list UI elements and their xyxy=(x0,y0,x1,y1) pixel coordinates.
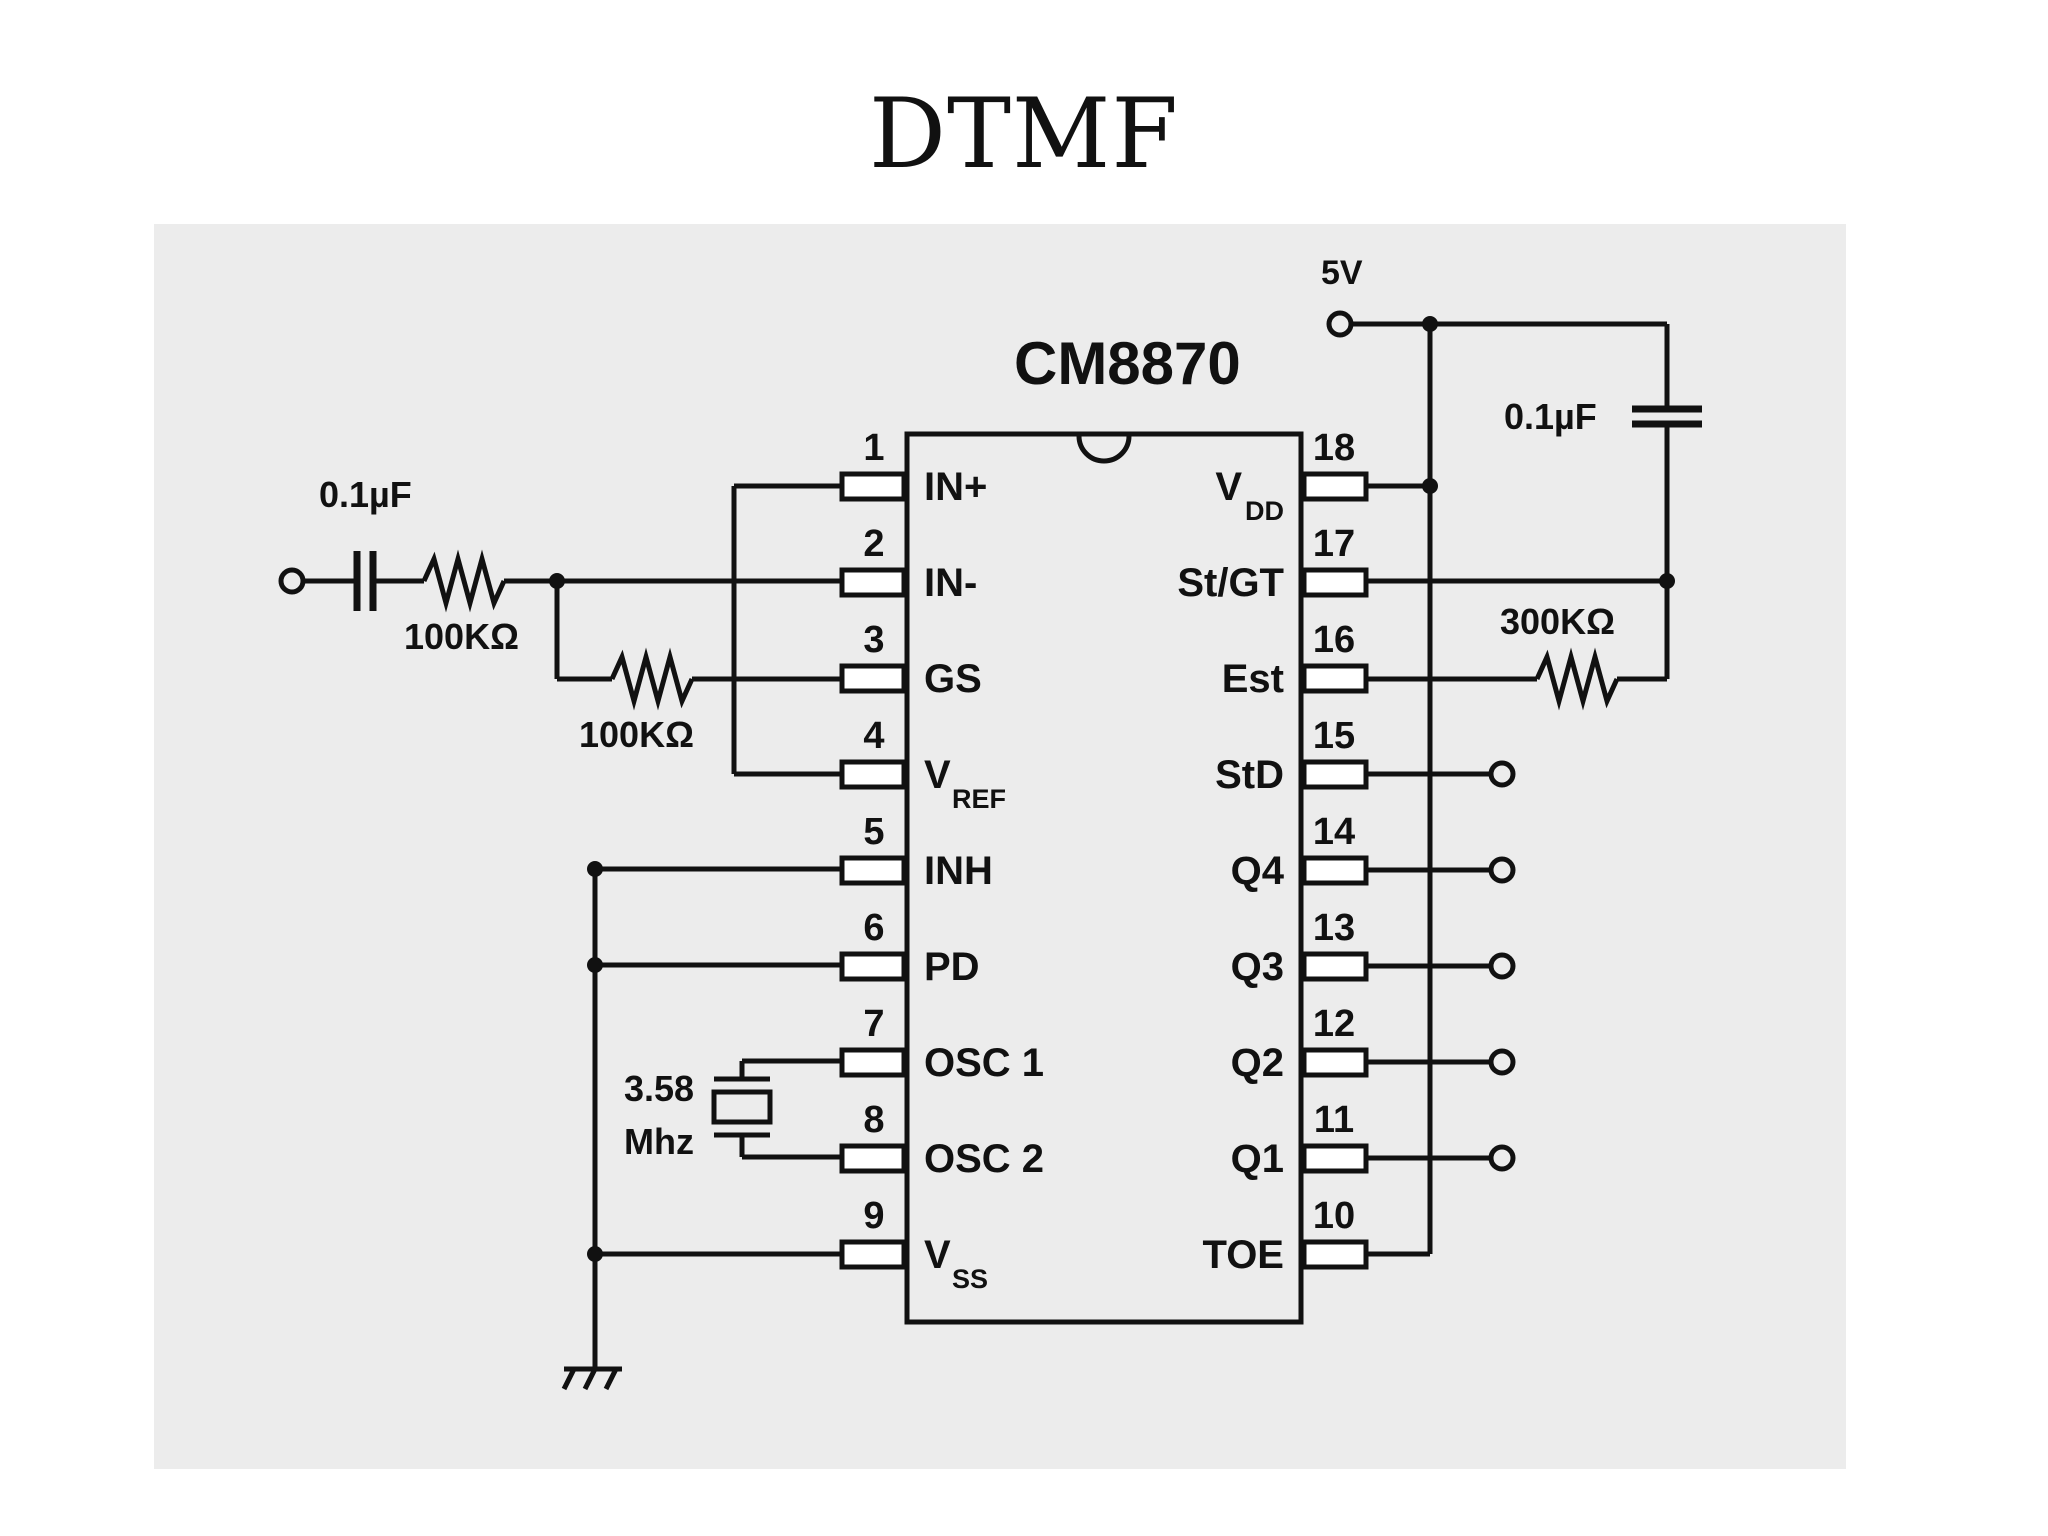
pin-number: 11 xyxy=(1314,1099,1354,1141)
junction-vdd xyxy=(1422,478,1438,494)
stgt-resistor xyxy=(1534,647,1620,711)
output-terminal-q4[interactable] xyxy=(1488,856,1516,884)
input-cap-label: 0.1µF xyxy=(319,474,412,515)
input-res-label: 100KΩ xyxy=(404,616,519,657)
pin-18 xyxy=(1301,471,1369,502)
chip-body xyxy=(904,431,1304,1325)
pin-label: Q4 xyxy=(1231,849,1285,893)
output-terminal-group xyxy=(1366,760,1516,1172)
junction-inh xyxy=(587,861,603,877)
pin-number: 14 xyxy=(1313,811,1355,853)
pin-15 xyxy=(1301,759,1369,790)
pin-12 xyxy=(1301,1047,1369,1078)
pin-label: StD xyxy=(1215,753,1284,797)
pin-label: V xyxy=(924,1233,951,1277)
pin-label: V xyxy=(1215,465,1242,509)
pin-4 xyxy=(839,759,907,790)
pin-number: 15 xyxy=(1313,715,1355,757)
pin-label: PD xyxy=(924,945,980,989)
pin-6 xyxy=(839,951,907,982)
pin-11 xyxy=(1301,1143,1369,1174)
pin-number: 13 xyxy=(1313,907,1355,949)
supply-terminal[interactable] xyxy=(1326,310,1354,338)
supply-cap-label: 0.1µF xyxy=(1504,396,1597,437)
pin-label: OSC 1 xyxy=(924,1041,1044,1085)
supply-label: 5V xyxy=(1321,254,1363,292)
pin-13 xyxy=(1301,951,1369,982)
stgt-res-label: 300KΩ xyxy=(1500,601,1615,642)
pin-label: OSC 2 xyxy=(924,1137,1044,1181)
crystal-freq-label: 3.58 xyxy=(624,1068,694,1109)
output-terminal-q2[interactable] xyxy=(1488,1048,1516,1076)
ground-icon xyxy=(561,1366,622,1391)
pin-label: Q1 xyxy=(1231,1137,1284,1181)
pin-1 xyxy=(839,471,907,502)
pin-label: IN+ xyxy=(924,465,987,509)
pin-label: St/GT xyxy=(1177,561,1284,605)
pin-number: 12 xyxy=(1313,1003,1355,1045)
pin-8 xyxy=(839,1143,907,1174)
pin-17 xyxy=(1301,567,1369,598)
pin-number: 17 xyxy=(1313,523,1355,565)
crystal-unit-label: Mhz xyxy=(624,1121,694,1162)
pin-label: GS xyxy=(924,657,982,701)
junction-vss xyxy=(587,1246,603,1262)
pin-label: Q3 xyxy=(1231,945,1284,989)
chip-notch xyxy=(1076,435,1132,464)
pin-label: IN- xyxy=(924,561,977,605)
input-resistor xyxy=(421,549,507,613)
pin-number: 10 xyxy=(1313,1195,1355,1237)
pin-9 xyxy=(839,1239,907,1270)
pin-5 xyxy=(839,855,907,886)
crystal-body xyxy=(711,1089,773,1125)
pin-number: 18 xyxy=(1313,427,1355,469)
pin-label: TOE xyxy=(1202,1233,1284,1277)
pin-label-subscript: DD xyxy=(1245,496,1284,526)
pin-3 xyxy=(839,663,907,694)
pin-7 xyxy=(839,1047,907,1078)
pin-number: 7 xyxy=(863,1003,884,1045)
pin-number: 3 xyxy=(863,619,884,661)
pin-number: 16 xyxy=(1313,619,1355,661)
feedback-res-label: 100KΩ xyxy=(579,714,694,755)
output-terminal-std[interactable] xyxy=(1488,760,1516,788)
pin-number: 9 xyxy=(863,1195,884,1237)
output-terminal-q3[interactable] xyxy=(1488,952,1516,980)
output-terminal-q1[interactable] xyxy=(1488,1144,1516,1172)
pin-16 xyxy=(1301,663,1369,694)
pin-number: 4 xyxy=(863,715,884,757)
chip-name: CM8870 xyxy=(1014,330,1241,397)
pin-label: Est xyxy=(1222,657,1284,701)
feedback-resistor xyxy=(609,647,695,711)
input-terminal[interactable] xyxy=(278,567,306,595)
pin-number: 8 xyxy=(863,1099,884,1141)
pin-label: V xyxy=(924,753,951,797)
pin-number: 2 xyxy=(863,523,884,565)
pin-label-subscript: REF xyxy=(952,784,1006,814)
pin-number: 5 xyxy=(863,811,884,853)
pin-number: 6 xyxy=(863,907,884,949)
pin-10 xyxy=(1301,1239,1369,1270)
slide-title: DTMF xyxy=(869,78,1179,190)
junction-pd xyxy=(587,957,603,973)
junction-stgt xyxy=(1659,573,1675,589)
pin-label: Q2 xyxy=(1231,1041,1284,1085)
pin-label: INH xyxy=(924,849,993,893)
pin-label-subscript: SS xyxy=(952,1264,988,1294)
pin-2 xyxy=(839,567,907,598)
pin-number: 1 xyxy=(863,427,884,469)
pin-14 xyxy=(1301,855,1369,886)
